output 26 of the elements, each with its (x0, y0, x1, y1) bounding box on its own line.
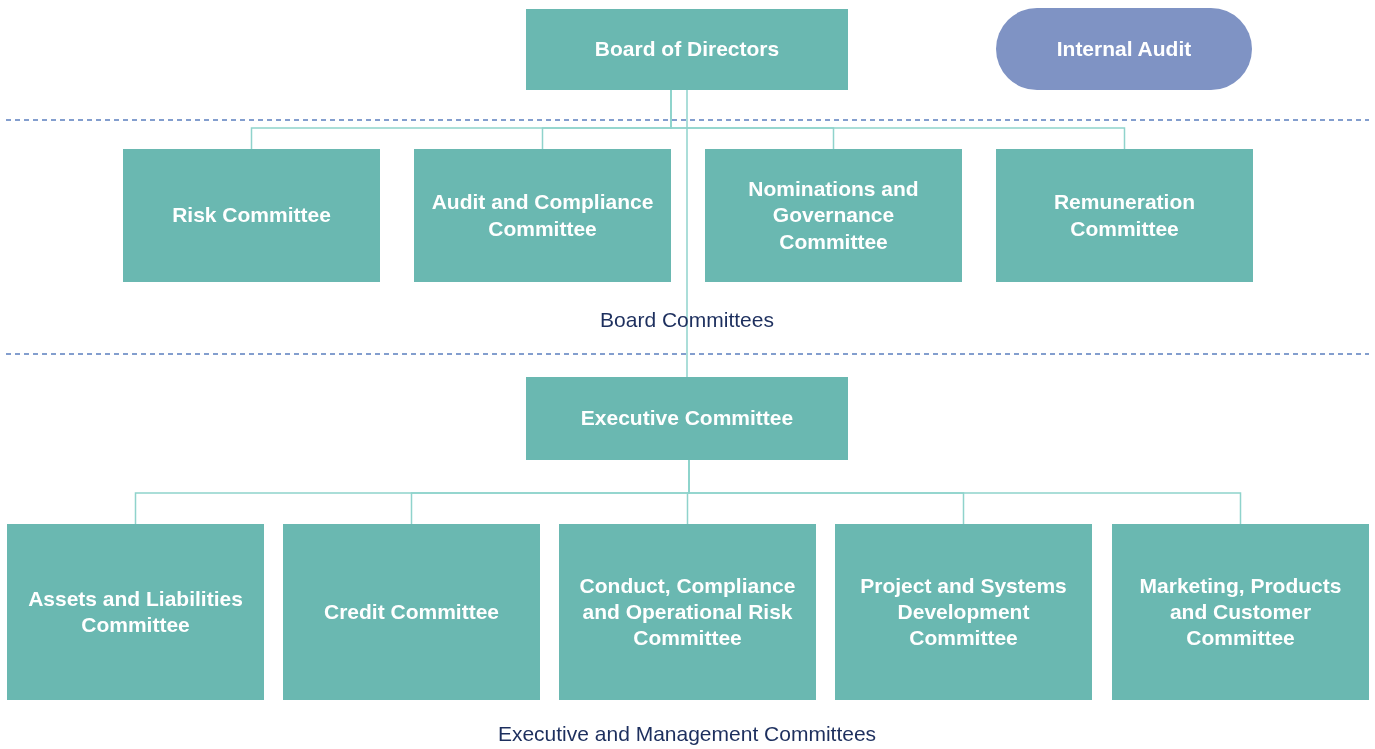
section-caption: Executive and Management Committees (497, 722, 877, 746)
section-caption: Board Committees (600, 308, 774, 332)
org-box (1112, 524, 1369, 700)
box-label: Risk Committee (172, 202, 331, 229)
box-label: Nominations and Governance Committee (747, 176, 920, 255)
org-box (283, 524, 540, 700)
box-label: Board of Directors (594, 36, 780, 63)
box-label: Audit and Compliance Committee (430, 189, 655, 242)
org-box (705, 149, 962, 282)
org-box (526, 9, 848, 90)
org-box (835, 524, 1092, 700)
org-box (526, 377, 848, 460)
org-box (996, 149, 1253, 282)
box-label: Assets and Liabilities Committee (27, 585, 244, 638)
connector-line (686, 89, 688, 378)
org-box (414, 149, 671, 282)
box-label: Marketing, Products and Customer Committee (1138, 572, 1343, 652)
org-box (123, 149, 380, 282)
box-label: Project and Systems Development Committee (859, 572, 1068, 652)
org-box (559, 524, 816, 700)
box-label: Executive Committee (580, 405, 794, 432)
box-label: Conduct, Compliance and Operational Risk Committee (578, 572, 797, 652)
box-label: Credit Committee (324, 598, 499, 625)
org-box (7, 524, 264, 700)
box-label: Remuneration Committee (1052, 189, 1197, 242)
box-label: Internal Audit (1056, 35, 1192, 62)
